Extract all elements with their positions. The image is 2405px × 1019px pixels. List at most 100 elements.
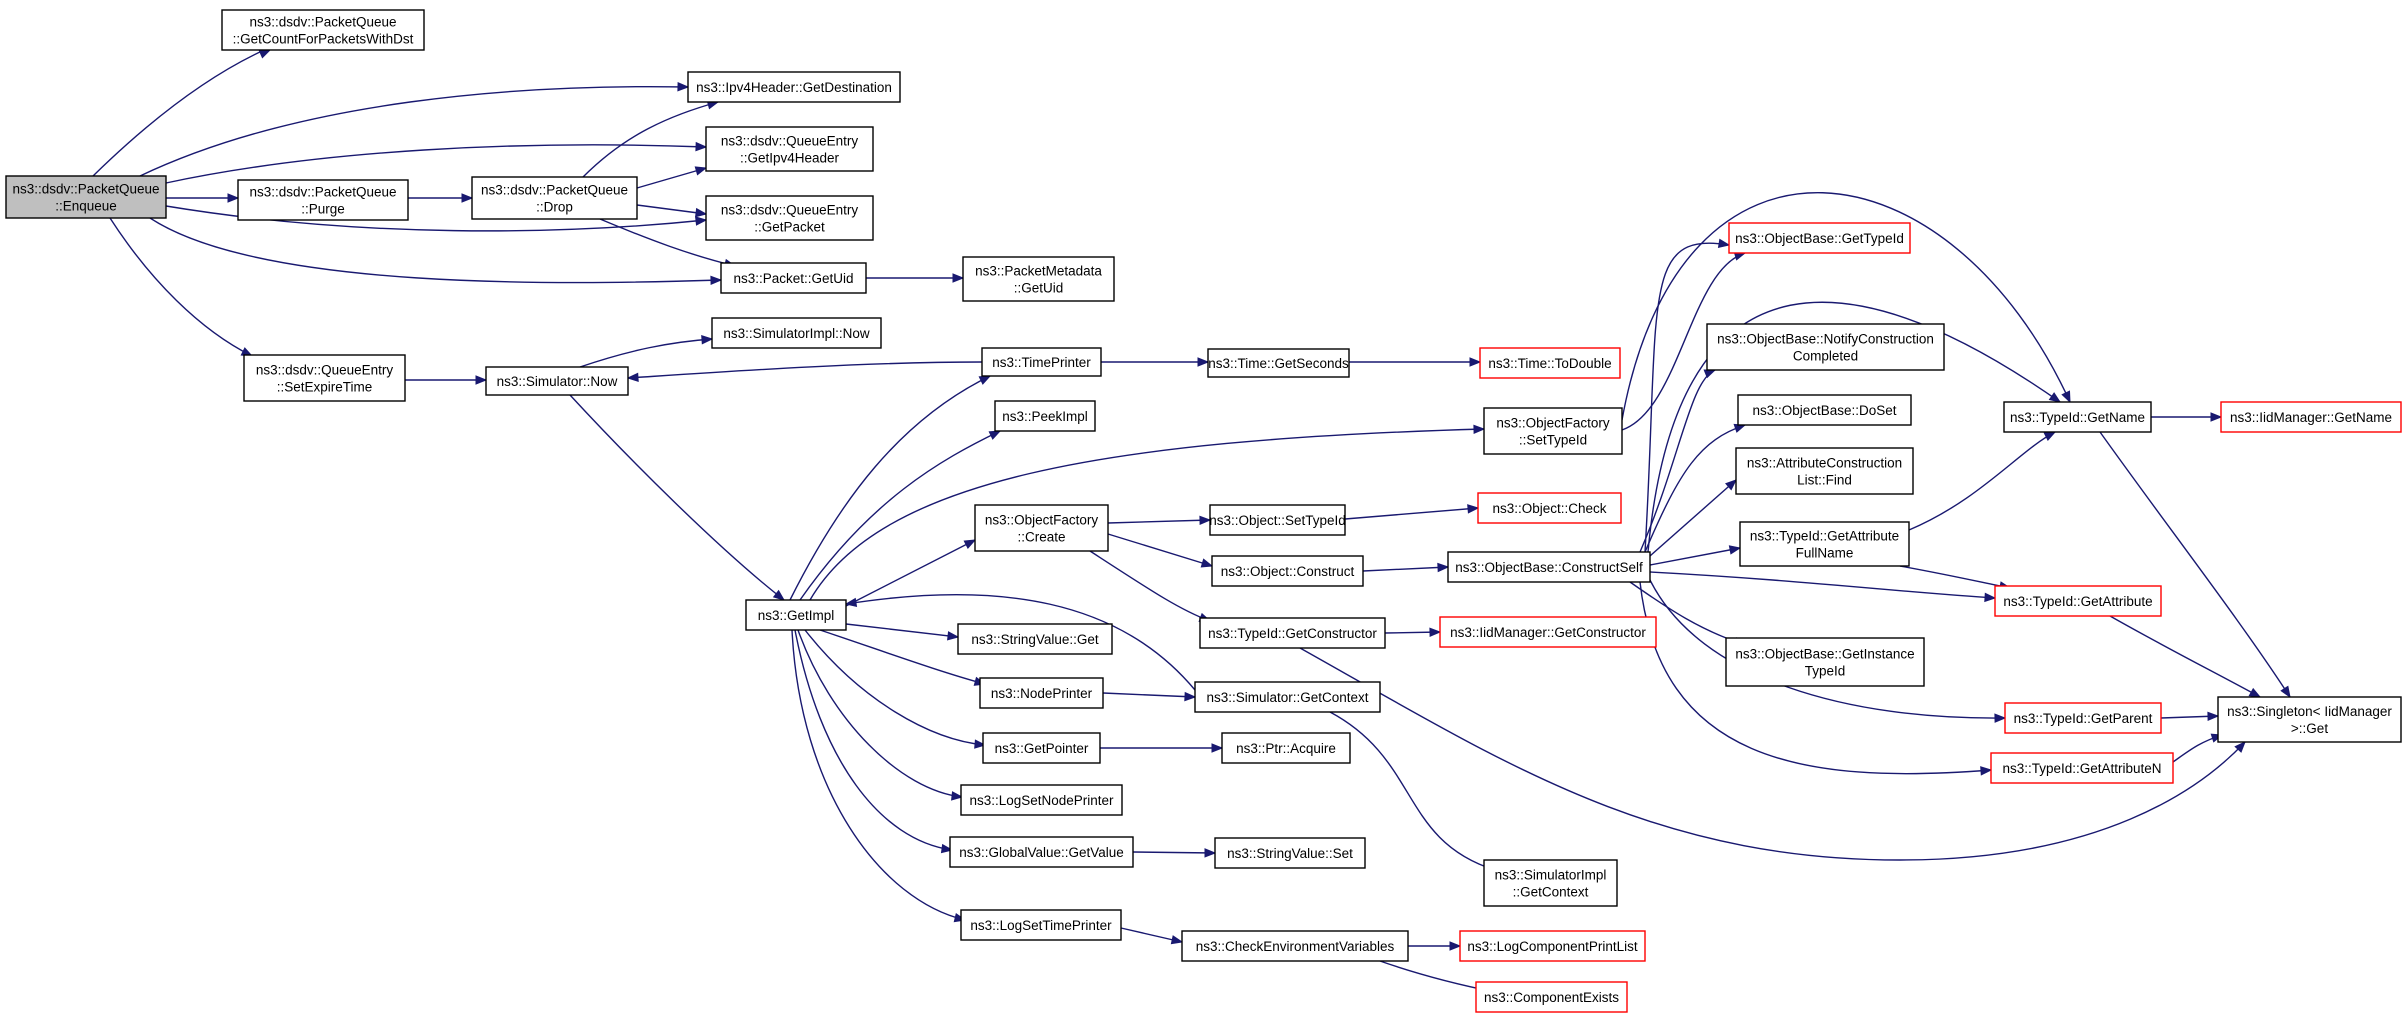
node-getconstructor[interactable]: ns3::TypeId::GetConstructor [1199, 617, 1386, 649]
node-drop[interactable]: ns3::dsdv::PacketQueue::Drop [471, 176, 638, 220]
node-getipv4hdr[interactable]: ns3::dsdv::QueueEntry::GetIpv4Header [705, 126, 874, 172]
node-box [221, 9, 425, 51]
node-box [2004, 702, 2162, 734]
edge-line [1644, 242, 1730, 553]
node-checkenv[interactable]: ns3::CheckEnvironmentVariables [1181, 930, 1409, 962]
node-gvgetvalue[interactable]: ns3::GlobalValue::GetValue [949, 836, 1134, 868]
edge-line [799, 430, 1001, 601]
node-todouble[interactable]: ns3::Time::ToDouble [1479, 347, 1621, 379]
edge-line [1107, 533, 1213, 567]
node-box [1459, 930, 1646, 962]
node-obdoset[interactable]: ns3::ObjectBase::DoSet [1737, 394, 1912, 426]
call-edge-getimpl-to-ofcreate [845, 539, 977, 607]
node-ptracquire[interactable]: ns3::Ptr::Acquire [1221, 732, 1351, 764]
node-simimplnow[interactable]: ns3::SimulatorImpl::Now [711, 317, 882, 349]
edge-line [2109, 615, 2261, 698]
call-edge-nodeprinter-to-simgetcontext [1102, 691, 1197, 702]
node-stringvalueget[interactable]: ns3::StringValue::Get [957, 623, 1113, 655]
node-getpointer[interactable]: ns3::GetPointer [982, 732, 1101, 764]
arrowhead-icon [2061, 390, 2071, 404]
node-obnotify[interactable]: ns3::ObjectBase::NotifyConstructionCompl… [1706, 323, 1945, 371]
node-label-line: ns3::GlobalValue::GetValue [959, 845, 1124, 860]
node-tidgetparent[interactable]: ns3::TypeId::GetParent [2004, 702, 2162, 734]
node-logsetnode[interactable]: ns3::LogSetNodePrinter [960, 784, 1123, 816]
node-tidgetname[interactable]: ns3::TypeId::GetName [2003, 401, 2152, 433]
node-box [1728, 222, 1911, 254]
call-edge-enqueue-to-getcount [92, 49, 272, 177]
edge-line [845, 539, 976, 607]
node-iidgetname[interactable]: ns3::IidManager::GetName [2220, 401, 2402, 433]
node-enqueue: ns3::dsdv::PacketQueue::Enqueue [5, 175, 167, 219]
node-simgetcontext[interactable]: ns3::Simulator::GetContext [1194, 681, 1381, 713]
node-getimpl[interactable]: ns3::GetImpl [745, 599, 847, 631]
call-edge-drop-to-ipv4dest [582, 100, 720, 178]
node-label-line: ::SetExpireTime [277, 380, 373, 395]
node-getattrn[interactable]: ns3::TypeId::GetAttributeN [1990, 752, 2174, 784]
edge-line [804, 629, 986, 746]
node-objcheck[interactable]: ns3::Object::Check [1477, 492, 1622, 524]
call-edge-constructself-to-getattrfull [1649, 545, 1742, 566]
node-pktgetuid[interactable]: ns3::Packet::GetUid [720, 262, 867, 294]
node-constructself[interactable]: ns3::ObjectBase::ConstructSelf [1447, 551, 1651, 583]
node-box [1994, 585, 2162, 617]
node-peekimpl[interactable]: ns3::PeekImpl [994, 400, 1096, 432]
call-edge-purge-to-drop [408, 193, 474, 203]
arrowhead-icon [2248, 687, 2262, 698]
node-timeprinter[interactable]: ns3::TimePrinter [981, 347, 1102, 377]
node-getattribute[interactable]: ns3::TypeId::GetAttribute [1994, 585, 2162, 617]
arrowhead-icon [695, 141, 708, 152]
call-edge-getpointer-to-ptracquire [1100, 743, 1224, 753]
node-objconstruct[interactable]: ns3::Object::Construct [1211, 555, 1364, 587]
node-simimplgetcontext[interactable]: ns3::SimulatorImpl::GetContext [1483, 859, 1618, 907]
call-edge-getimpl-to-gvgetvalue [794, 629, 954, 854]
node-label-line: ns3::dsdv::PacketQueue [481, 183, 628, 198]
node-setexpire[interactable]: ns3::dsdv::QueueEntry::SetExpireTime [243, 354, 406, 402]
node-iidgetconstructor[interactable]: ns3::IidManager::GetConstructor [1439, 616, 1657, 648]
arrowhead-icon [1429, 627, 1442, 637]
node-ofcreate[interactable]: ns3::ObjectFactory::Create [974, 504, 1109, 552]
node-simnow[interactable]: ns3::Simulator::Now [485, 366, 629, 396]
node-label-line: ns3::Singleton< IidManager [2227, 704, 2392, 719]
arrowhead-icon [952, 273, 965, 283]
call-edge-getconstructor-to-singletonget [1299, 647, 2246, 861]
node-getpacket[interactable]: ns3::dsdv::QueueEntry::GetPacket [705, 195, 874, 241]
call-edge-ofcreate-to-objconstruct [1107, 533, 1214, 568]
arrowhead-icon [2280, 685, 2291, 699]
node-pmgetuid[interactable]: ns3::PacketMetadata::GetUid [962, 256, 1115, 302]
arrowhead-icon [951, 791, 964, 801]
call-edge-tidgetname-to-singletonget [2099, 431, 2291, 699]
node-nodeprinter[interactable]: ns3::NodePrinter [979, 677, 1104, 709]
node-label-line: ns3::Ipv4Header::GetDestination [696, 80, 892, 95]
node-label-line: ns3::ObjectFactory [985, 513, 1099, 528]
edge-line [599, 218, 736, 267]
node-label-line: ns3::CheckEnvironmentVariables [1196, 939, 1395, 954]
node-label-line: ns3::TypeId::GetAttributeN [2002, 761, 2161, 776]
call-edge-getimpl-to-timeprinter [789, 375, 992, 601]
arrowhead-icon [626, 372, 639, 383]
edge-line [92, 50, 263, 177]
call-edge-getimpl-to-logsetnode [797, 629, 964, 801]
node-getseconds[interactable]: ns3::Time::GetSeconds [1207, 348, 1350, 378]
node-box [979, 677, 1104, 709]
node-objsettypeid[interactable]: ns3::Object::SetTypeId [1209, 504, 1346, 536]
node-compexists[interactable]: ns3::ComponentExists [1475, 981, 1628, 1013]
node-purge[interactable]: ns3::dsdv::PacketQueue::Purge [237, 179, 409, 221]
node-logsettime[interactable]: ns3::LogSetTimePrinter [960, 909, 1122, 941]
node-label-line: ns3::ObjectBase::GetInstance [1735, 647, 1914, 662]
edge-line [165, 144, 707, 184]
node-obgettypeid[interactable]: ns3::ObjectBase::GetTypeId [1728, 222, 1911, 254]
node-box [1735, 447, 1914, 495]
node-logcompprint[interactable]: ns3::LogComponentPrintList [1459, 930, 1646, 962]
node-getcount[interactable]: ns3::dsdv::PacketQueue::GetCountForPacke… [221, 9, 425, 51]
edge-line [1644, 424, 1746, 553]
node-stringvalueset[interactable]: ns3::StringValue::Set [1214, 837, 1366, 869]
node-label-line: ns3::ObjectBase::ConstructSelf [1455, 560, 1643, 575]
node-ofsettypeid[interactable]: ns3::ObjectFactory::SetTypeId [1483, 407, 1623, 455]
node-singletonget[interactable]: ns3::Singleton< IidManager >::Get [2217, 696, 2402, 743]
arrowhead-icon [2210, 412, 2223, 422]
node-ipv4dest[interactable]: ns3::Ipv4Header::GetDestination [687, 71, 901, 103]
node-box [1221, 732, 1351, 764]
